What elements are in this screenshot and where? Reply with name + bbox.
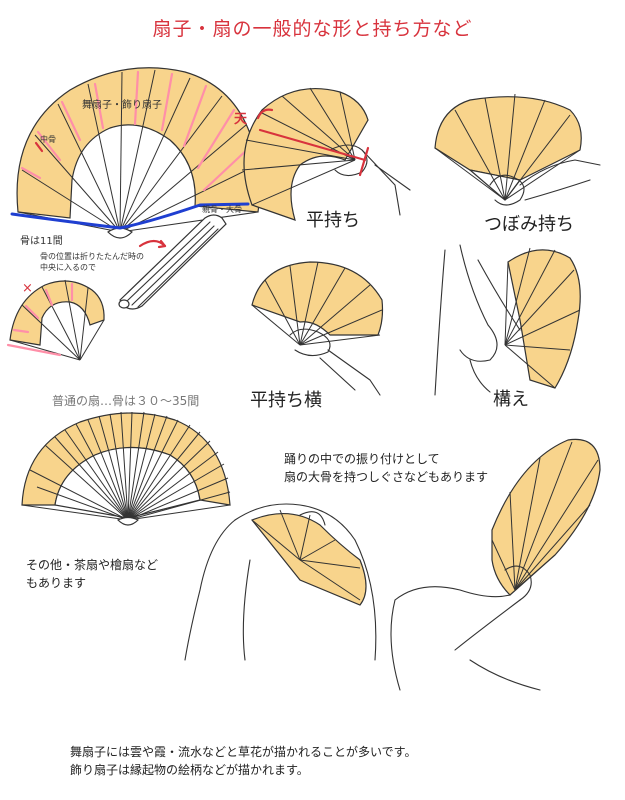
- flat-hold-illustration: [241, 87, 411, 221]
- bone-count-label: 骨は11間: [20, 236, 63, 247]
- mai-fan-heading: 舞扇子・飾り扇子: [82, 100, 162, 111]
- dance-note-line1: 踊りの中での振り付けとして: [284, 452, 440, 466]
- fold-note-line2: 中央に入るので: [40, 263, 96, 272]
- ready-stance-label: 構え: [493, 389, 529, 410]
- dance-note-line2: 扇の大骨を持つしぐさなどもあります: [284, 470, 489, 484]
- wrong-mark: ×: [22, 281, 33, 296]
- ten-mark: 天: [234, 112, 248, 127]
- others-line2: もあります: [26, 576, 87, 590]
- page-title: 扇子・扇の一般的な形と持ち方など: [152, 18, 473, 40]
- normal-fan-heading: 普通の扇…骨は３０～35間: [52, 394, 200, 408]
- others-line1: その他・茶扇や檜扇など: [26, 558, 159, 572]
- mai-fan-illustration: [10, 67, 261, 239]
- dance-figure-right-illustration: [390, 438, 601, 691]
- flat-side-hold-illustration: [251, 261, 384, 396]
- bud-hold-illustration: [434, 93, 601, 206]
- small-fan-illustration: [6, 279, 105, 361]
- normal-fan-illustration: [21, 411, 231, 526]
- dance-figure-left-illustration: [184, 503, 377, 661]
- closed-fan-illustration: [118, 214, 227, 310]
- bud-hold-label: つぼみ持ち: [484, 214, 574, 235]
- naka-bone-label: 中骨: [40, 135, 56, 144]
- fold-note-line1: 骨の位置は折りたたんだ時の: [40, 252, 144, 261]
- footer-line1: 舞扇子には雲や霞・流水などと草花が描かれることが多いです。: [70, 745, 417, 759]
- ready-stance-illustration: [434, 244, 581, 396]
- oyabone-label: 親骨・大骨: [202, 205, 242, 214]
- footer-line2: 飾り扇子は縁起物の絵柄などが描かれます。: [70, 763, 309, 777]
- flat-side-hold-label: 平持ち横: [250, 390, 322, 411]
- flat-hold-label: 平持ち: [306, 210, 360, 231]
